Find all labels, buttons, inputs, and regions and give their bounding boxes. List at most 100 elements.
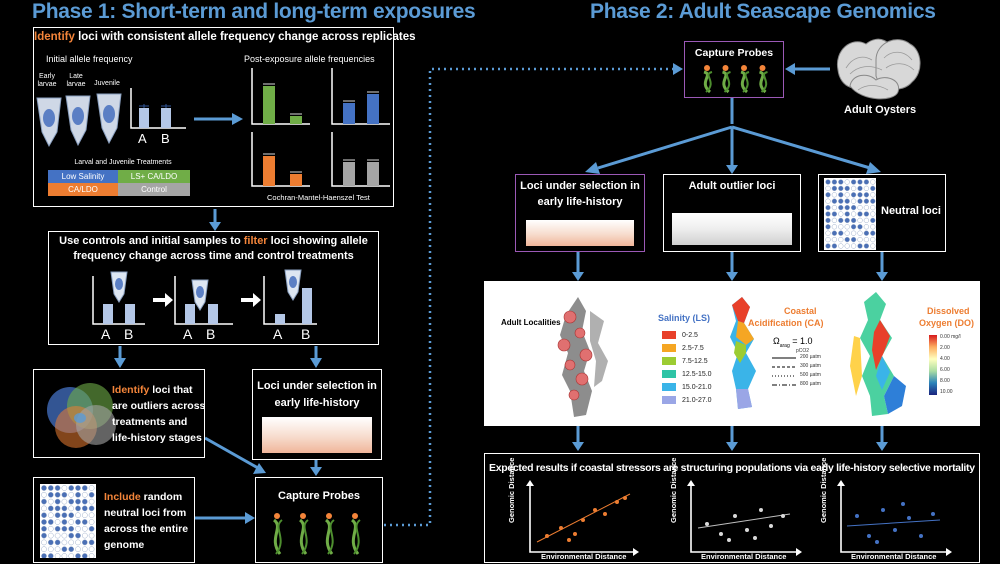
ca-line-1: 200 µatm — [800, 354, 821, 360]
do-colorbar — [929, 335, 937, 395]
salinity-bin-6: 21.0-27.0 — [662, 396, 712, 404]
treatments-title: Larval and Juvenile Treatments — [74, 159, 172, 166]
capture-label-phase1: Capture Probes — [278, 490, 360, 502]
neutral-line2: neutral loci from — [104, 507, 187, 519]
do-title-2: Oxygen (DO) — [919, 318, 975, 328]
phase1-title: Phase 1: Short-term and long-term exposu… — [32, 0, 476, 23]
initial-freq-label: Initial allele frequency — [46, 54, 133, 64]
outlier-label: Adult outlier loci — [688, 180, 776, 192]
treatment-low-salinity: Low Salinity — [48, 170, 118, 183]
selection-box-phase2: Loci under selection in early life-histo… — [515, 174, 645, 252]
results-scatterplots — [526, 480, 952, 556]
include-word: Include — [104, 491, 141, 503]
xlabel-1: Environmental Distance — [541, 552, 627, 561]
ylabel-1: Genomic Distance — [507, 457, 516, 523]
venn-line3: treatments and — [112, 416, 188, 428]
neutral-line1: Include random — [104, 491, 183, 503]
venn-line4: life-history stages — [112, 432, 202, 444]
salinity-bin-1: 0-2.5 — [662, 331, 698, 339]
filter-box: Use controls and initial samples to filt… — [48, 231, 379, 345]
outlier-box: Adult outlier loci — [663, 174, 801, 252]
venn-diagram-icon — [47, 383, 116, 448]
identify-heading: Identify loci with consistent allele fre… — [34, 31, 416, 43]
do-tick-4: 6.00 — [940, 367, 950, 373]
salinity-map-image — [730, 297, 756, 409]
filter-axis-b2: B — [206, 326, 216, 342]
neutral-line4: genome — [104, 539, 145, 551]
outlier-plot-image — [672, 213, 792, 245]
initial-axis-a: A — [138, 131, 147, 146]
results-title: Expected results if coastal stressors ar… — [489, 462, 975, 474]
ca-line-2: 300 µatm — [800, 363, 821, 369]
filter-heading-1: Use controls and initial samples to filt… — [59, 235, 368, 247]
manhattan-plot-image — [262, 417, 372, 453]
loci-grid-icon — [824, 178, 876, 250]
filter-axis-b3: B — [301, 326, 311, 342]
neutral-line3: across the entire — [104, 523, 189, 535]
ca-line-legend — [772, 357, 796, 386]
treatment-control: Control — [118, 183, 190, 196]
capture-box-phase2: Capture Probes — [684, 41, 784, 98]
venn-identify-word: Identify — [112, 384, 150, 396]
filter-axis-a3: A — [273, 326, 283, 342]
neutral-box-phase2: Neutral loci — [818, 174, 946, 252]
identify-word: Identify — [34, 31, 75, 43]
stage-late: Late larvae — [66, 73, 86, 88]
do-tick-3: 4.00 — [940, 356, 950, 362]
do-tick-5: 8.00 — [940, 378, 950, 384]
xlabel-2: Environmental Distance — [701, 552, 787, 561]
filter-graphics — [92, 269, 317, 325]
probe-dna-icon — [703, 65, 768, 94]
adult-localities-label: Adult Localities — [501, 318, 561, 327]
filter-word: filter — [243, 235, 268, 247]
neutral-box-phase1: Include random neutral loci from across … — [33, 477, 195, 563]
ylabel-2: Genomic Distance — [669, 457, 678, 523]
salinity-bin-2: 2.5-7.5 — [662, 344, 704, 352]
initial-axis-b: B — [161, 131, 170, 146]
salinity-bin-3: 7.5-12.5 — [662, 357, 708, 365]
ca-title-1: Coastal — [784, 306, 817, 316]
phase2-title: Phase 2: Adult Seascape Genomics — [590, 0, 936, 23]
ylabel-3: Genomic Distance — [819, 457, 828, 523]
ca-line-4: 800 µatm — [800, 381, 821, 387]
venn-line2: are outliers across — [112, 400, 206, 412]
xlabel-3: Environmental Distance — [851, 552, 937, 561]
omega-label: Ωarag = 1.0 — [773, 336, 813, 349]
p2-selection-line1: Loci under selection in — [520, 180, 640, 192]
venn-box: Identify loci that are outliers across t… — [33, 369, 205, 458]
filter-heading-2: frequency change across time and control… — [73, 250, 354, 262]
salinity-bin-4: 12.5-15.0 — [662, 370, 712, 378]
do-tick-1: 0.00 mg/l — [940, 334, 961, 340]
manhattan-plot-image — [526, 220, 634, 246]
stage-juvenile: Juvenile — [94, 80, 120, 87]
loci-grid-icon — [40, 484, 96, 558]
oxygen-map-image — [850, 292, 906, 416]
venn-line1: Identify loci that — [112, 384, 193, 396]
filter-axis-b1: B — [124, 326, 134, 342]
results-box: Expected results if coastal stressors ar… — [484, 453, 980, 563]
cmh-test-label: Cochran-Mantel-Haenszel Test — [267, 193, 370, 202]
stage-early: Early larvae — [37, 73, 57, 88]
selection-box-phase1: Loci under selection in early life-histo… — [252, 369, 382, 460]
salinity-bin-5: 15.0-21.0 — [662, 383, 712, 391]
neutral-loci-label: Neutral loci — [881, 205, 941, 217]
selection-line2: early life-history — [274, 397, 360, 409]
pco2-label: pCO2 — [796, 348, 810, 354]
do-title-1: Dissolved — [927, 306, 970, 316]
adult-oysters-label: Adult Oysters — [844, 104, 917, 116]
identify-graphics — [36, 68, 390, 187]
salinity-title: Salinity (LS) — [658, 313, 711, 323]
selection-line1: Loci under selection in — [257, 380, 377, 392]
maps-panel: Adult Localities Salinity (LS) 0-2.5 2.5… — [484, 281, 980, 426]
ca-line-3: 500 µatm — [800, 372, 821, 378]
treatment-ca-ldo: CA/LDO — [48, 183, 118, 196]
post-freq-label: Post-exposure allele frequencies — [244, 54, 375, 64]
do-tick-6: 10.00 — [940, 389, 953, 395]
p2-selection-line2: early life-history — [537, 196, 623, 208]
dotted-connector — [384, 67, 676, 527]
do-tick-2: 2.00 — [940, 345, 950, 351]
filter-axis-a1: A — [101, 326, 111, 342]
filter-axis-a2: A — [183, 326, 193, 342]
identify-box: Identify loci with consistent allele fre… — [33, 27, 416, 207]
